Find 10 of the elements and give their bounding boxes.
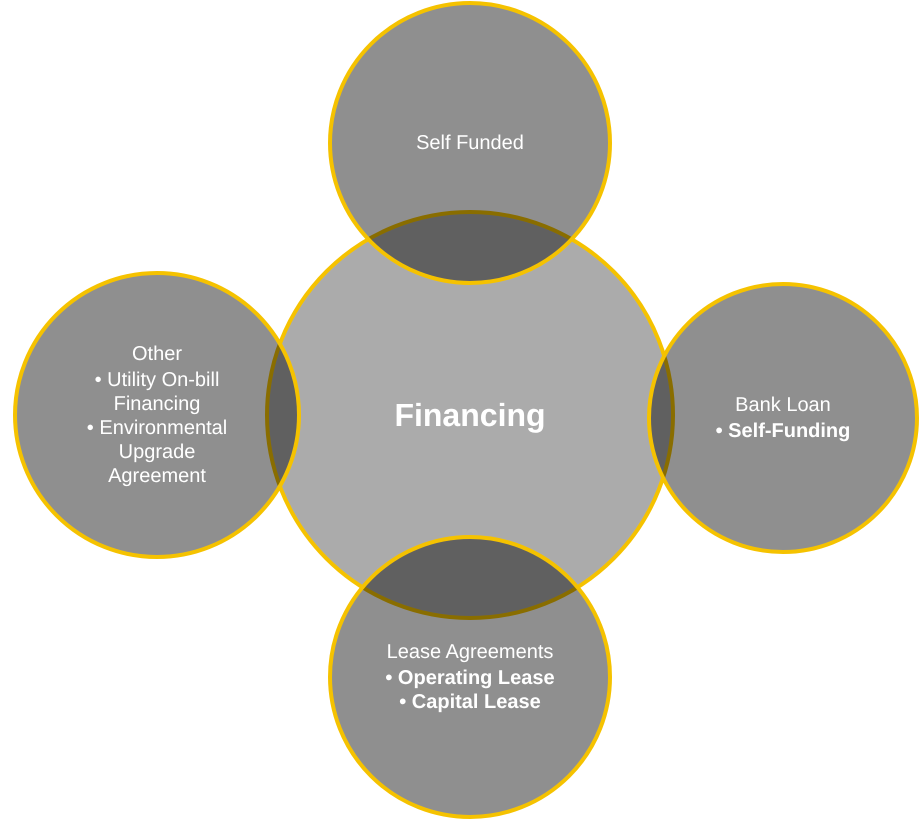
circle-heading: Lease Agreements — [386, 640, 554, 664]
bullet-item: • Utility On-bill Financing — [94, 368, 220, 416]
bullet-item: • Self-Funding — [716, 419, 850, 443]
circle-heading: Self Funded — [416, 131, 524, 155]
bullet-item: • Capital Lease — [399, 690, 541, 714]
center-title: Financing — [394, 396, 546, 434]
bullet-item: • Environmental Upgrade Agreement — [86, 416, 228, 488]
circle-heading: Other — [132, 342, 182, 366]
bullet-item: • Operating Lease — [385, 666, 555, 690]
circle-heading: Bank Loan — [735, 393, 831, 417]
